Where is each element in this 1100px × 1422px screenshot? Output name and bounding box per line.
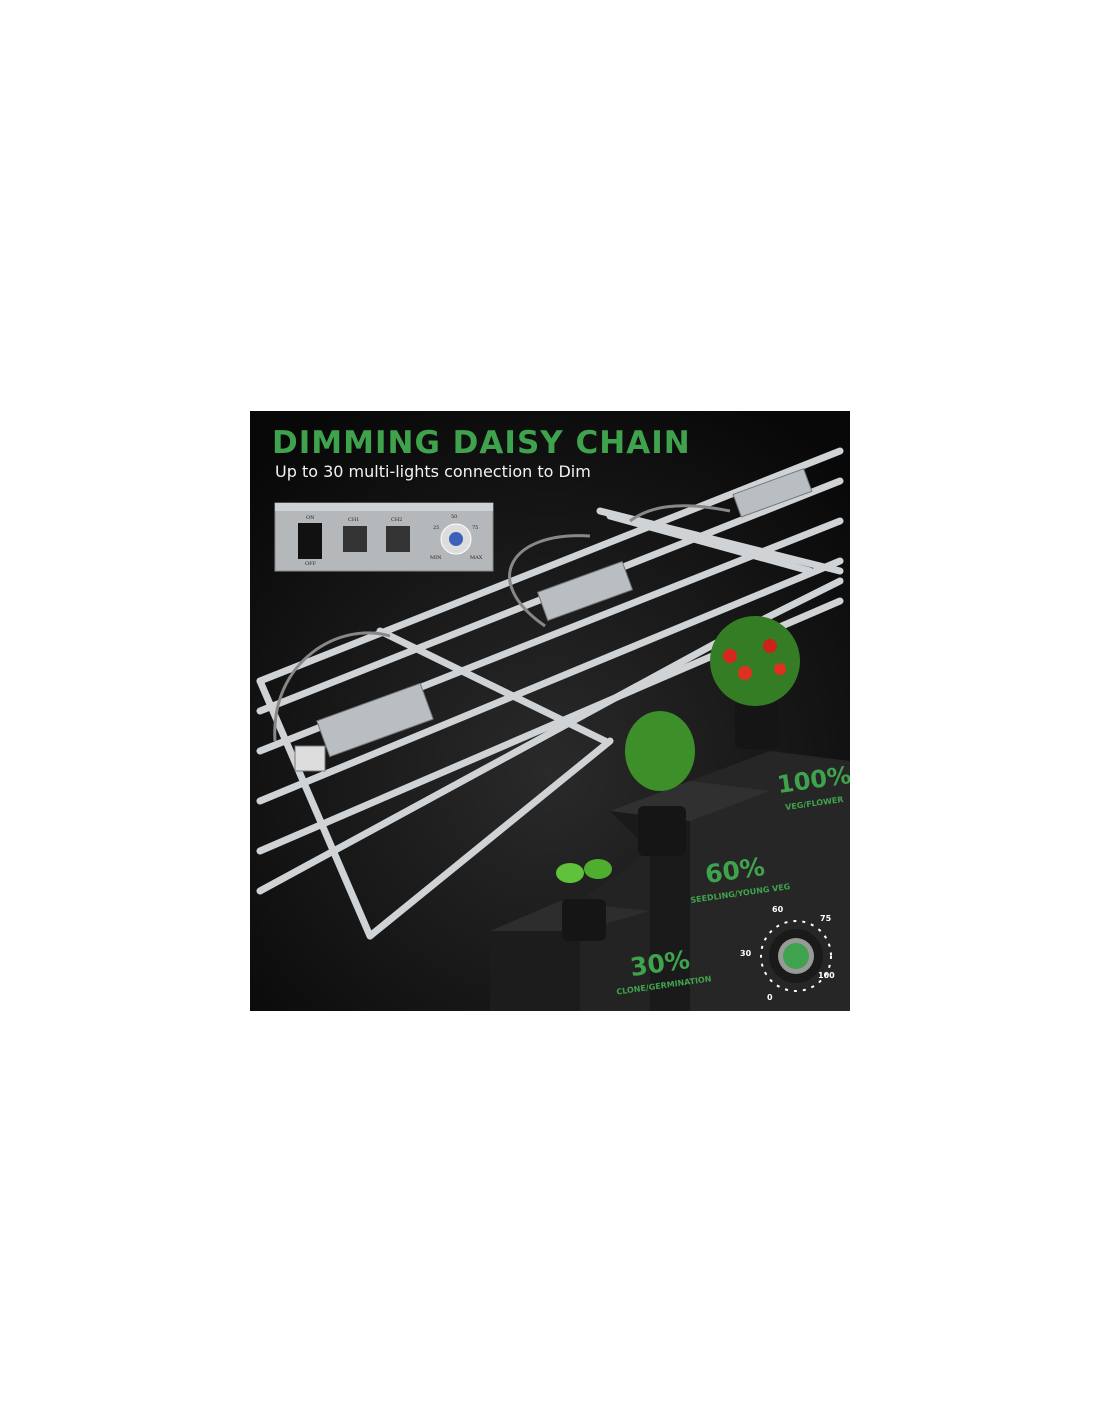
knob-min-label: MIN: [430, 555, 442, 561]
daisy-chain-cables: [273, 504, 731, 742]
grow-light-illustration: [250, 411, 850, 1011]
dial-tick-100: 100: [818, 971, 835, 980]
ch2-label: CH2: [391, 517, 403, 523]
subheadline: Up to 30 multi-lights connection to Dim: [275, 462, 591, 481]
dimmer-dial-graphic: [760, 920, 832, 992]
knob-50-label: 50: [451, 514, 458, 520]
headline: DIMMING DAISY CHAIN: [272, 425, 691, 461]
ch1-label: CH1: [348, 517, 360, 523]
knob-75-label: 75: [472, 525, 479, 531]
switch-on-label: ON: [306, 515, 315, 521]
controller-box: [274, 502, 494, 572]
dial-tick-60: 60: [772, 905, 784, 914]
dial-tick-30: 30: [740, 949, 752, 958]
plants: [556, 616, 800, 941]
switch-off-label: OFF: [305, 561, 317, 567]
dial-tick-0: 0: [767, 993, 773, 1002]
knob-max-label: MAX: [470, 555, 483, 561]
driver-boxes: [294, 468, 813, 772]
product-image: DIMMING DAISY CHAIN Up to 30 multi-light…: [250, 411, 850, 1011]
dial-tick-75: 75: [820, 914, 832, 923]
knob-25-label: 25: [433, 525, 440, 531]
